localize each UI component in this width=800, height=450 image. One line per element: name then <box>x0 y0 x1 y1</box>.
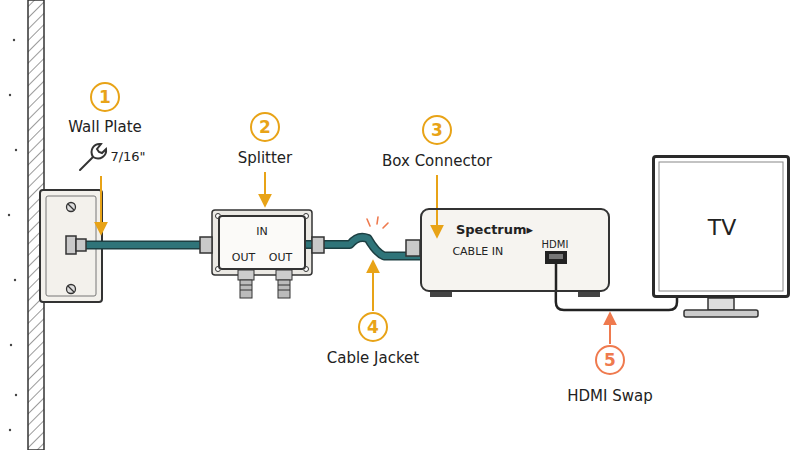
leader-arrow <box>101 172 610 344</box>
damage-mark <box>367 217 388 228</box>
cable-connector <box>556 292 677 310</box>
part-label: Splitter <box>238 150 293 167</box>
wall <box>8 0 44 450</box>
part-label: Wall Plate <box>68 119 142 136</box>
tv-stand <box>652 155 790 317</box>
node-label: HDMI <box>542 239 569 250</box>
cable-box-body <box>420 208 610 297</box>
callout-number: 1 <box>99 88 111 107</box>
wrench-icon <box>80 144 106 170</box>
splitter: IN OUT OUT <box>218 215 306 270</box>
tv-screen: TV <box>652 155 790 298</box>
coax-cable <box>80 242 208 248</box>
coax-cable <box>80 241 208 250</box>
node-label: OUT <box>232 252 255 264</box>
node-label: IN <box>256 226 267 238</box>
callout-number: 3 <box>431 121 443 140</box>
node-label: CABLE IN <box>452 246 503 258</box>
part-label: 7/16" <box>110 150 145 164</box>
node-label: Spectrum▸ <box>456 223 533 237</box>
part-label: Box Connector <box>382 153 492 170</box>
cable-box: Spectrum▸ CABLE IN HDMI <box>420 208 610 292</box>
part-label: HDMI Swap <box>567 388 652 405</box>
part-label: Cable Jacket <box>327 350 419 367</box>
callout-number: 5 <box>604 351 616 370</box>
callout-number: 2 <box>259 118 271 137</box>
callout-circle <box>91 83 624 374</box>
node-label: OUT <box>269 252 292 264</box>
node-label: TV <box>708 215 737 239</box>
callout-number: 4 <box>367 318 379 337</box>
cable-connector <box>306 237 420 256</box>
splitter-body <box>212 210 312 298</box>
